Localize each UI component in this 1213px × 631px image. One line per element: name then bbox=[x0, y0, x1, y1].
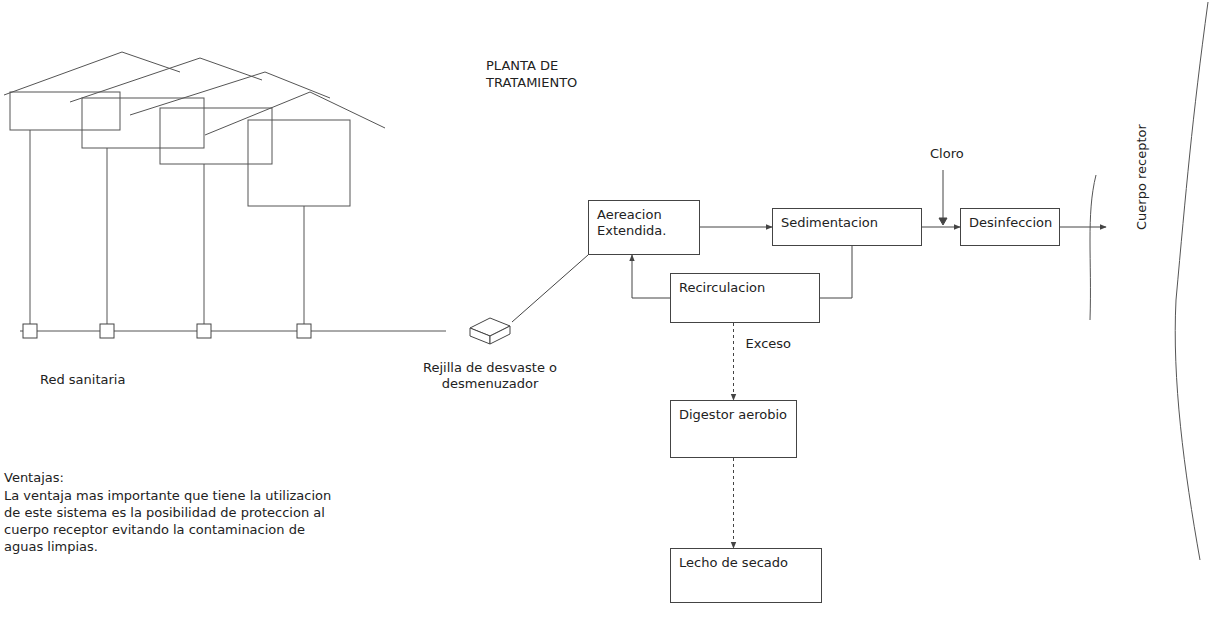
grate-box: Rejilla de desvaste o desmenuzador bbox=[420, 316, 560, 393]
flow-connector bbox=[733, 458, 734, 548]
flow-connector bbox=[632, 255, 670, 298]
water-body-label: Cuerpo receptor bbox=[1134, 124, 1149, 230]
chemical-label: Cloro bbox=[930, 146, 990, 163]
process-box: Recirculacion bbox=[670, 273, 820, 323]
chlorine-feed bbox=[939, 170, 947, 225]
flow-connector bbox=[1060, 227, 1106, 228]
grate-symbol bbox=[468, 316, 512, 346]
edge-label: Exceso bbox=[744, 336, 794, 353]
process-box: Sedimentacion bbox=[772, 208, 922, 246]
unit-label: Rejilla de desvaste o desmenuzador bbox=[420, 360, 560, 393]
flow-connector bbox=[512, 255, 588, 322]
process-label: Digestor aerobio bbox=[679, 407, 788, 423]
receiving-water: Cuerpo receptor bbox=[1082, 0, 1210, 631]
process-label: Aereacion Extendida. bbox=[597, 207, 691, 240]
plant-title: PLANTA DE TRATAMIENTO bbox=[486, 58, 596, 92]
note-heading: Ventajas: bbox=[4, 470, 334, 487]
manholes bbox=[23, 324, 311, 338]
process-label: Recirculacion bbox=[679, 280, 811, 296]
process-label: Desinfeccion bbox=[969, 215, 1051, 231]
riverbank-lines bbox=[1082, 0, 1210, 631]
flow-connector bbox=[820, 246, 852, 298]
process-box: Lecho de secado bbox=[670, 548, 822, 603]
flow-connector bbox=[733, 323, 734, 400]
network-label: Red sanitaria bbox=[40, 372, 200, 389]
process-box: Desinfeccion bbox=[960, 208, 1060, 246]
process-label: Lecho de secado bbox=[679, 555, 813, 571]
flow-connector bbox=[700, 227, 772, 228]
process-box: Digestor aerobio bbox=[670, 400, 797, 458]
flow-connector bbox=[922, 227, 960, 228]
houses bbox=[4, 52, 446, 331]
note-text: La ventaja mas importante que tiene la u… bbox=[4, 488, 344, 556]
process-label: Sedimentacion bbox=[781, 215, 913, 231]
process-box: Aereacion Extendida. bbox=[588, 200, 700, 255]
